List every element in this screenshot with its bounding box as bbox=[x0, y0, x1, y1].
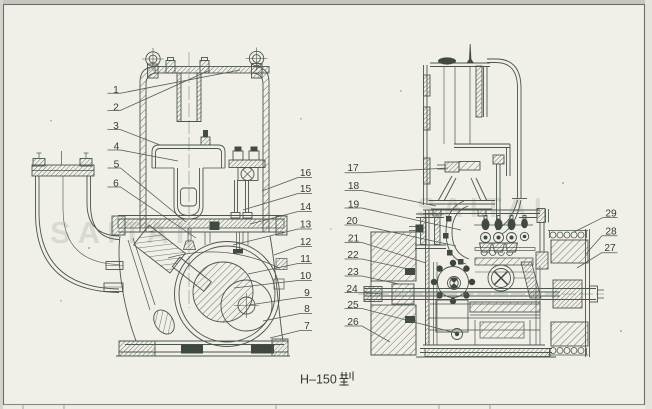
svg-text:21: 21 bbox=[348, 234, 360, 245]
svg-text:14: 14 bbox=[300, 202, 312, 213]
svg-text:23: 23 bbox=[347, 267, 359, 278]
svg-text:7: 7 bbox=[304, 321, 310, 332]
svg-text:9: 9 bbox=[304, 288, 310, 299]
svg-text:6: 6 bbox=[113, 179, 119, 190]
svg-text:5: 5 bbox=[114, 160, 120, 171]
svg-text:4: 4 bbox=[114, 142, 120, 153]
svg-text:2: 2 bbox=[113, 103, 119, 114]
svg-text:22: 22 bbox=[347, 250, 359, 261]
svg-text:25: 25 bbox=[347, 300, 359, 311]
svg-text:18: 18 bbox=[348, 181, 360, 192]
svg-text:10: 10 bbox=[300, 271, 312, 282]
svg-text:28: 28 bbox=[605, 227, 617, 238]
svg-text:8: 8 bbox=[304, 304, 310, 315]
svg-text:3: 3 bbox=[113, 121, 119, 132]
svg-text:29: 29 bbox=[605, 209, 617, 220]
svg-text:13: 13 bbox=[300, 220, 312, 231]
svg-text:20: 20 bbox=[346, 216, 358, 227]
svg-text:11: 11 bbox=[300, 254, 311, 265]
svg-text:27: 27 bbox=[604, 243, 616, 254]
svg-text:26: 26 bbox=[347, 317, 359, 328]
svg-text:19: 19 bbox=[348, 200, 360, 211]
svg-text:12: 12 bbox=[300, 237, 312, 248]
svg-text:16: 16 bbox=[300, 168, 312, 179]
svg-text:H–150: H–150 bbox=[300, 373, 337, 387]
svg-text:17: 17 bbox=[347, 163, 359, 174]
svg-text:24: 24 bbox=[346, 284, 358, 295]
svg-text:1: 1 bbox=[113, 85, 119, 96]
svg-text:15: 15 bbox=[300, 184, 312, 195]
